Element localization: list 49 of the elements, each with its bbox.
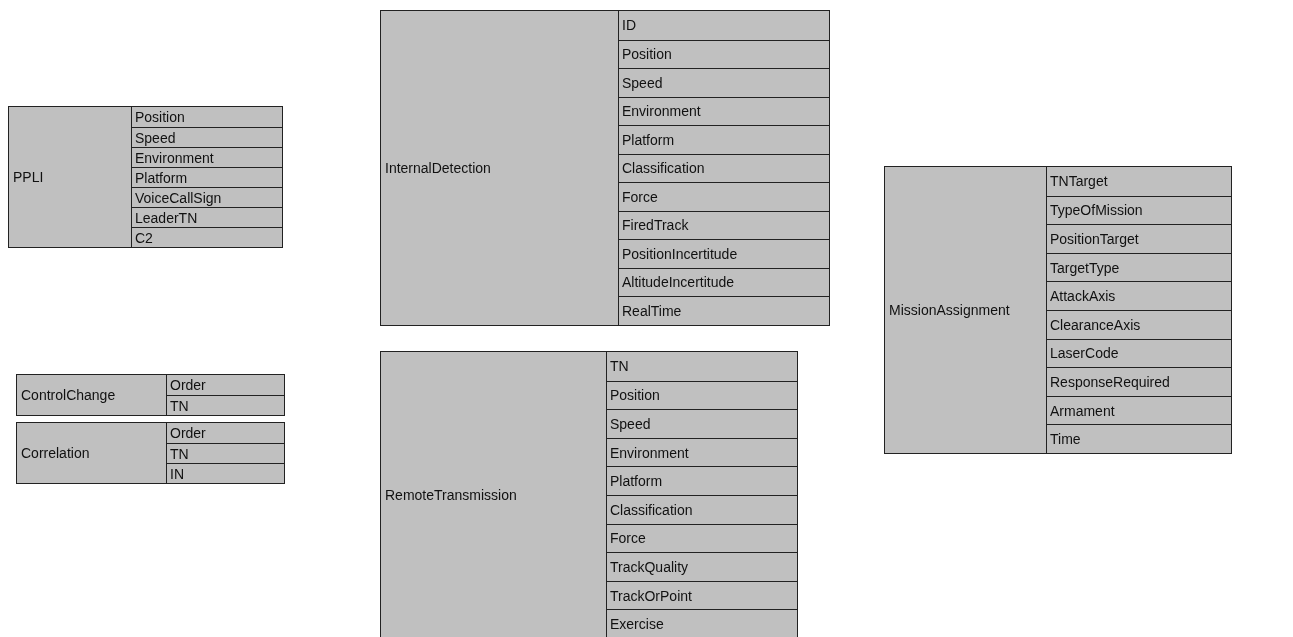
field-name: Time: [1046, 424, 1231, 453]
field-name: AltitudeIncertitude: [618, 267, 829, 296]
field-name: Platform: [606, 466, 797, 495]
field-name: Speed: [618, 68, 829, 97]
field-name: TargetType: [1046, 252, 1231, 282]
field-name: LeaderTN: [131, 207, 282, 227]
field-name: Exercise: [606, 609, 797, 637]
field-name: Classification: [618, 153, 829, 182]
field-name: RealTime: [618, 296, 829, 325]
field-name: Environment: [606, 437, 797, 467]
field-name: PositionTarget: [1046, 224, 1231, 253]
field-name: IN: [166, 463, 284, 483]
field-name: LaserCode: [1046, 338, 1231, 368]
field-name: VoiceCallSign: [131, 187, 282, 207]
field-name: Speed: [606, 409, 797, 438]
field-name: PositionIncertitude: [618, 239, 829, 268]
field-name: FiredTrack: [618, 210, 829, 239]
field-name: TrackOrPoint: [606, 580, 797, 610]
field-name: C2: [131, 227, 282, 247]
table: [380, 10, 830, 326]
table-name: ControlChange: [21, 387, 116, 403]
field-name: Platform: [131, 167, 282, 187]
field-name: Force: [618, 182, 829, 211]
table-name: MissionAssignment: [889, 302, 1010, 318]
table: [884, 166, 1232, 454]
field-name: TN: [166, 395, 284, 415]
field-name: Classification: [606, 495, 797, 524]
table: [8, 106, 283, 248]
table: [380, 351, 798, 637]
field-name: Position: [606, 380, 797, 410]
field-name: Environment: [131, 147, 282, 167]
table: [16, 422, 285, 484]
table-name: InternalDetection: [385, 159, 491, 176]
field-name: Environment: [618, 96, 829, 125]
table: [16, 374, 285, 416]
field-name: AttackAxis: [1046, 281, 1231, 310]
field-name: TypeOfMission: [1046, 195, 1231, 225]
field-name: TN: [166, 443, 284, 463]
field-name: TrackQuality: [606, 552, 797, 581]
field-name: ResponseRequired: [1046, 367, 1231, 396]
field-name: Speed: [131, 127, 282, 147]
field-name: Armament: [1046, 395, 1231, 425]
field-name: Position: [618, 39, 829, 68]
table-name: Correlation: [21, 445, 90, 461]
field-name: Platform: [618, 125, 829, 154]
field-name: Force: [606, 523, 797, 553]
table-name: PPLI: [13, 169, 44, 185]
field-name: ClearanceAxis: [1046, 310, 1231, 339]
table-name: RemoteTransmission: [385, 487, 517, 503]
